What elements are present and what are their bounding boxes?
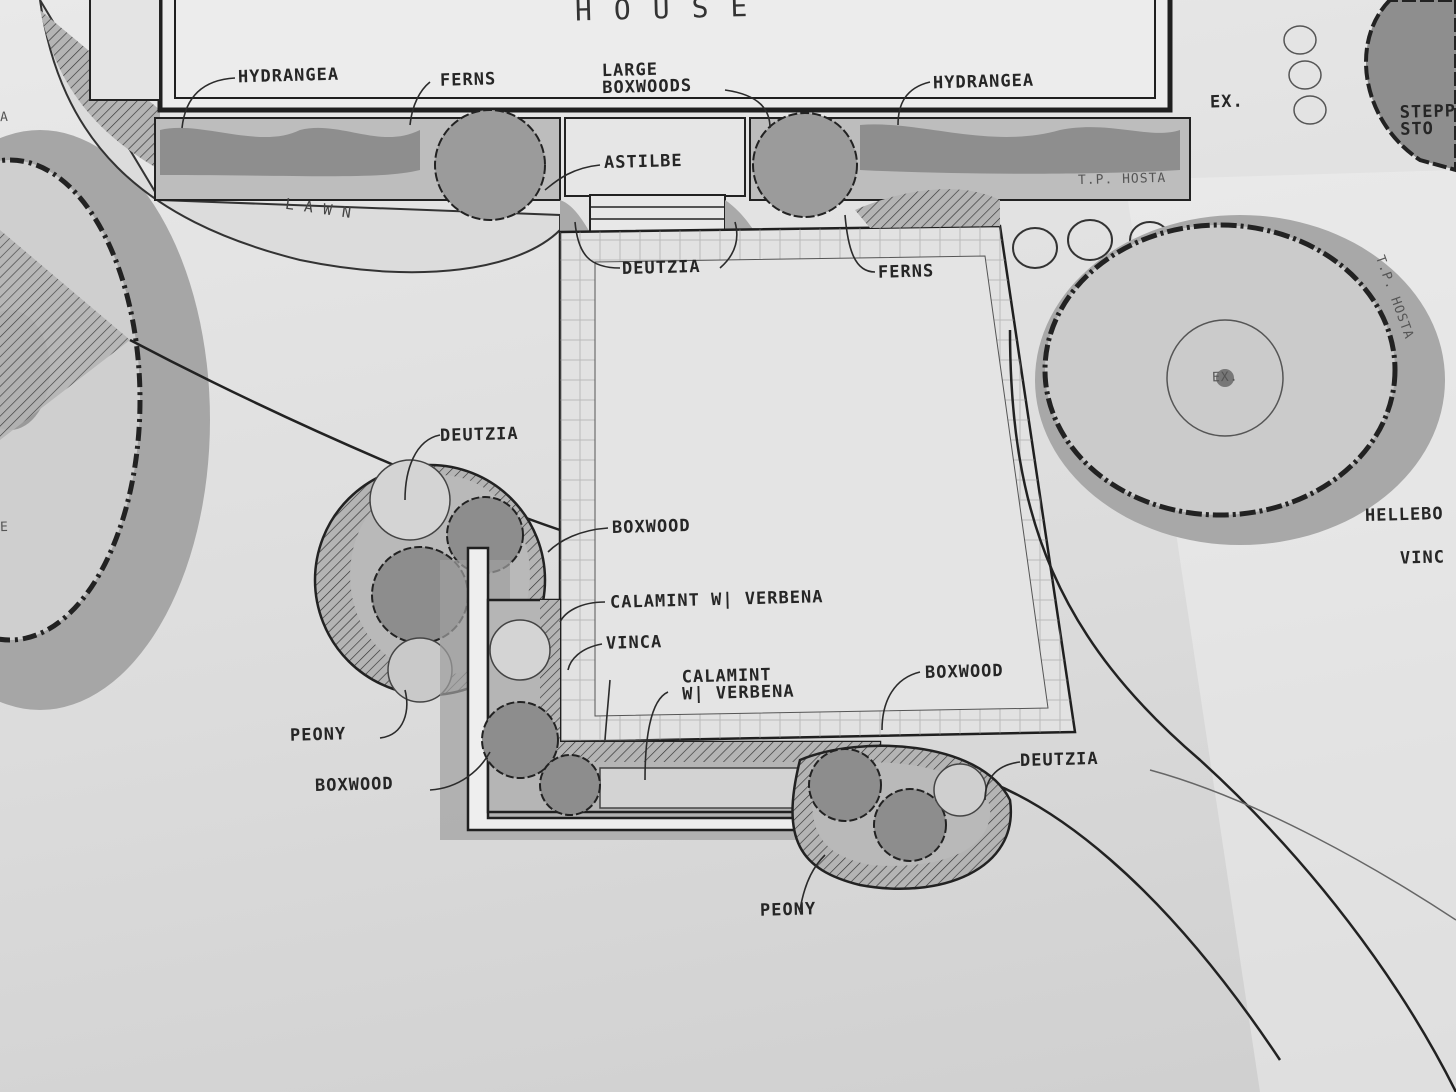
- foundation-beds: [154, 109, 1191, 221]
- label-boxwood-lower: BOXWOOD: [314, 773, 394, 797]
- label-ferns-top: FERNS: [439, 69, 497, 91]
- label-ferns-right: FERNS: [877, 261, 935, 283]
- label-boxwood-upper: BOXWOOD: [611, 515, 691, 539]
- label-hydrangea-left: HYDRANGEA: [237, 64, 340, 88]
- label-tp-hosta: T.P. HOSTA: [1077, 170, 1167, 189]
- edge-label-a: A: [0, 109, 10, 126]
- label-vinca: VINCA: [605, 632, 663, 654]
- label-large-boxwoods: LARGE BOXWOODS: [601, 60, 693, 99]
- right-rounded-bed: [791, 744, 1013, 890]
- patio: [558, 224, 1077, 744]
- existing-tree-right: [1035, 215, 1445, 545]
- label-deutzia-steps: DEUTZIA: [621, 256, 701, 280]
- edge-label-e: E: [0, 519, 10, 536]
- steps: [560, 194, 755, 234]
- label-vinca-right: VINC: [1399, 547, 1446, 569]
- label-hellebore: HELLEBO: [1364, 503, 1444, 527]
- label-calamint-2-line2: W| VERBENA: [681, 681, 795, 705]
- label-ex-top: EX.: [1209, 91, 1244, 113]
- house: [89, 0, 1173, 113]
- label-peony-bottom: PEONY: [759, 899, 817, 921]
- label-boxwood-right: BOXWOOD: [924, 660, 1004, 684]
- label-deutzia-left: DEUTZIA: [439, 423, 519, 447]
- label-stepping-line2: STO: [1399, 118, 1435, 140]
- existing-tree-left: [0, 130, 210, 710]
- label-calamint-verbena-2: CALAMINT W| VERBENA: [681, 665, 795, 705]
- label-stepping-stones: STEPP STO: [1399, 101, 1456, 140]
- label-large-boxwoods-line2: BOXWOODS: [601, 75, 693, 99]
- label-peony-left: PEONY: [289, 724, 347, 746]
- label-deutzia-right: DEUTZIA: [1019, 748, 1099, 772]
- label-ex-circle: EX.: [1211, 369, 1239, 386]
- lawn-edge-bed: [39, 0, 561, 274]
- label-leader-lines: [181, 77, 1021, 911]
- label-astilbe: ASTILBE: [603, 150, 683, 174]
- label-hydrangea-right: HYDRANGEA: [932, 70, 1035, 94]
